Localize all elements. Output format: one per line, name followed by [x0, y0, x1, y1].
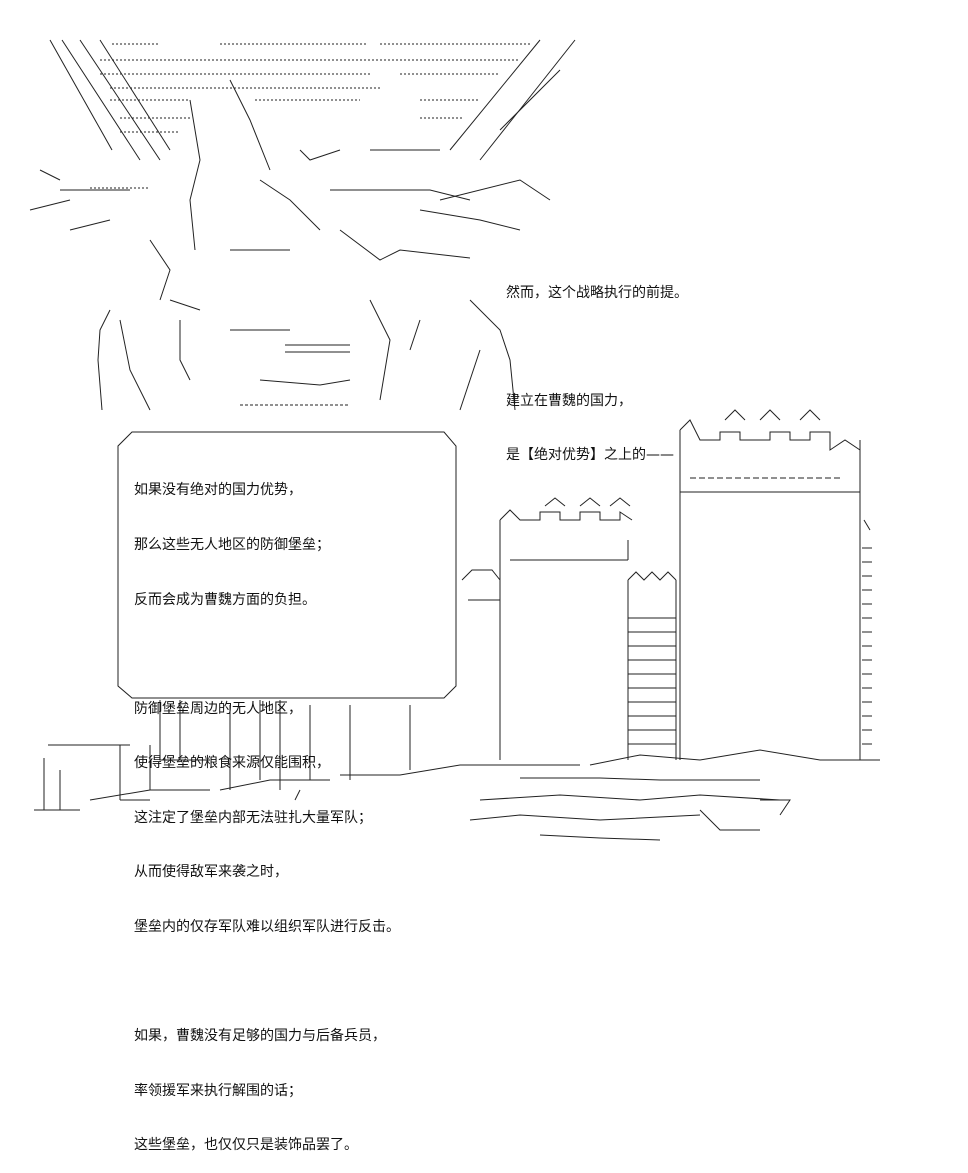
bubble-line: 防御堡垒周边的无人地区， — [134, 700, 302, 717]
bubble-line: 率领援军来执行解围的话； — [134, 1082, 302, 1099]
warrior-figure — [29, 39, 576, 411]
speech-bubble — [117, 431, 457, 699]
ascii-art-illustration — [29, 39, 880, 841]
bubble-line: 如果没有绝对的国力优势， — [134, 482, 302, 499]
bubble-line: 反而会成为曹魏方面的负担。 — [134, 591, 316, 608]
bubble-line: 这注定了堡垒内部无法驻扎大量军队； — [134, 809, 372, 826]
bubble-line: 堡垒内的仅存军队难以组织军队进行反击。 — [134, 919, 400, 936]
narration-line: 建立在曹魏的国力， — [506, 393, 632, 409]
bubble-line: 那么这些无人地区的防御堡垒； — [134, 537, 330, 554]
bubble-line: 这些堡垒，也仅仅只是装饰品罢了。 — [134, 1137, 358, 1154]
narration-line: 然而，这个战略执行的前提。 — [506, 285, 688, 301]
narration-line: 是【绝对优势】之上的—— — [506, 447, 674, 463]
bubble-line: 如果，曹魏没有足够的国力与后备兵员， — [134, 1028, 386, 1045]
bubble-line: 从而使得敌军来袭之时， — [134, 864, 288, 881]
bubble-line: 使得堡垒的粮食来源仅能围积， — [134, 755, 330, 772]
fortress — [461, 409, 880, 841]
speech-bubble-text: 如果没有绝对的国力优势， 那么这些无人地区的防御堡垒； 反而会成为曹魏方面的负担… — [134, 445, 400, 1173]
narration-text: 然而，这个战略执行的前提。 建立在曹魏的国力， 是【绝对优势】之上的—— — [506, 248, 688, 482]
walls-left — [34, 700, 500, 811]
